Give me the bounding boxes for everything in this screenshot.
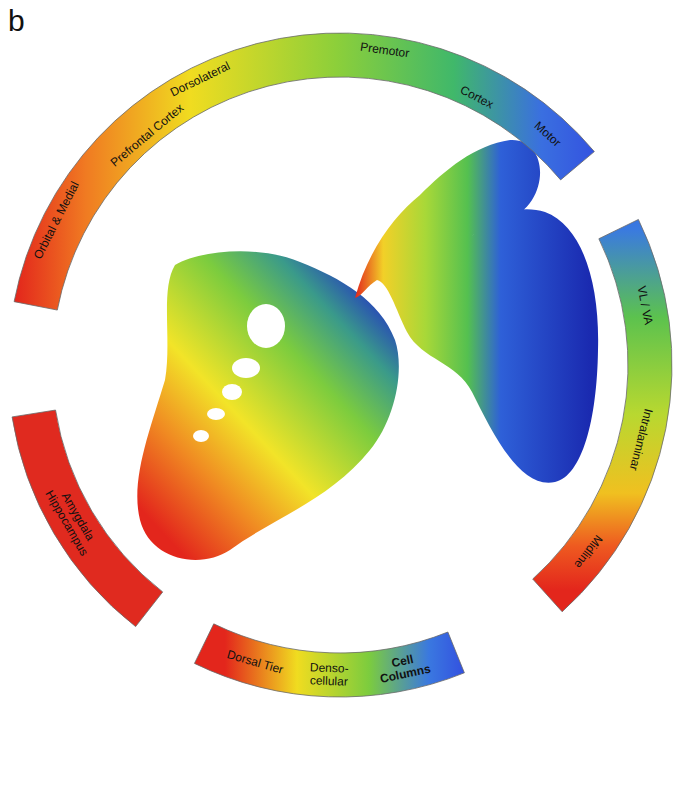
region-label: Denso-cellular: [299, 661, 360, 689]
panel-letter: b: [8, 4, 25, 38]
